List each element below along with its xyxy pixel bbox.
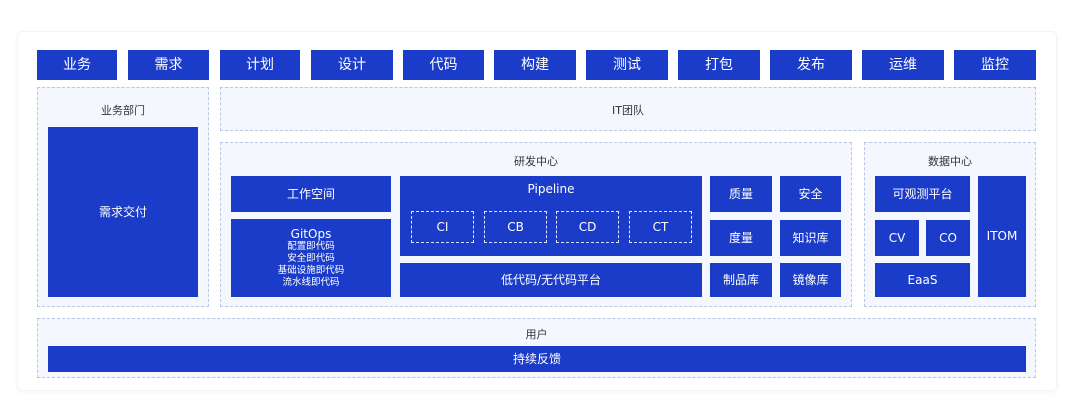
continuous-feedback-bar: 持续反馈 — [48, 346, 1026, 372]
user-label: 用户 — [525, 328, 548, 341]
gitops-item: 安全即代码 — [287, 253, 335, 265]
business-dept-label: 业务部门 — [101, 104, 145, 117]
rnd-center-label: 研发中心 — [514, 155, 558, 168]
gitops-item: 基础设施即代码 — [277, 265, 345, 277]
image-repo-box: 镜像库 — [780, 263, 841, 297]
stage-business: 业务 — [37, 50, 117, 80]
security-box: 安全 — [780, 176, 841, 212]
stage-test: 测试 — [586, 50, 668, 80]
pipeline-stage-ct: CT — [629, 211, 692, 243]
knowledge-base-box: 知识库 — [780, 220, 841, 256]
pipeline-stage-cb: CB — [484, 211, 547, 243]
stage-requirement: 需求 — [128, 50, 209, 80]
it-team-zone — [220, 87, 1036, 131]
stage-release: 发布 — [770, 50, 852, 80]
stage-plan: 计划 — [220, 50, 300, 80]
metrics-box: 度量 — [710, 220, 772, 256]
data-center-label: 数据中心 — [928, 155, 972, 168]
stage-build: 构建 — [494, 50, 576, 80]
co-box: CO — [926, 220, 970, 256]
itom-box: ITOM — [978, 176, 1026, 297]
pipeline-title: Pipeline — [527, 182, 575, 196]
artifact-repo-box: 制品库 — [710, 263, 772, 297]
gitops-title: GitOps — [290, 227, 332, 242]
stage-operations: 运维 — [862, 50, 944, 80]
cv-box: CV — [875, 220, 919, 256]
lowcode-platform-box: 低代码/无代码平台 — [400, 263, 702, 297]
pipeline-stage-ci: CI — [411, 211, 474, 243]
stage-package: 打包 — [678, 50, 760, 80]
pipeline-stage-cd: CD — [556, 211, 619, 243]
requirement-delivery-box: 需求交付 — [48, 127, 198, 297]
gitops-item: 流水线即代码 — [282, 277, 340, 289]
workspace-box: 工作空间 — [231, 176, 391, 212]
quality-box: 质量 — [710, 176, 772, 212]
stage-design: 设计 — [311, 50, 393, 80]
stage-code: 代码 — [403, 50, 484, 80]
gitops-item: 配置即代码 — [287, 241, 335, 253]
stage-monitoring: 监控 — [954, 50, 1036, 80]
eaas-box: EaaS — [875, 263, 970, 297]
observability-platform-box: 可观测平台 — [875, 176, 970, 212]
it-team-label: IT团队 — [612, 104, 644, 117]
gitops-box: GitOps 配置即代码 安全即代码 基础设施即代码 流水线即代码 — [231, 219, 391, 297]
